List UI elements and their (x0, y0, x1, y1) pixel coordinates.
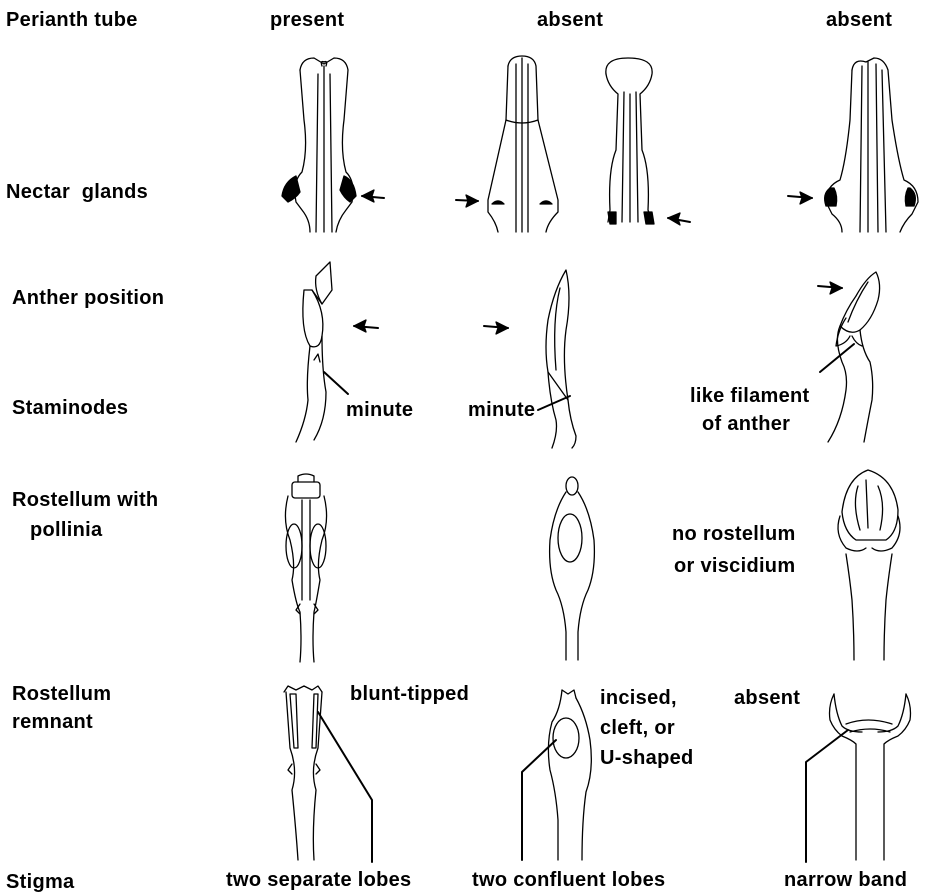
remnant-drawing-col3 (830, 694, 911, 860)
column-drawing-anther-col3 (828, 272, 880, 442)
rostellum-drawing-col1 (285, 474, 326, 662)
arrow-nectar-col3 (788, 192, 812, 204)
pointer-two-confluent-lobes (522, 740, 556, 860)
nectar-gland-col1-left (282, 176, 300, 202)
column-drawing-anther-col2 (546, 270, 576, 448)
nectar-gland-col2a-left (492, 201, 504, 204)
remnant-drawing-col2 (548, 690, 591, 860)
nectar-gland-col1-right (340, 176, 356, 202)
arrow-nectar-col2a-left (456, 195, 478, 207)
pointer-like-filament (820, 344, 854, 372)
rostellum-drawing-col2 (550, 477, 595, 660)
nectar-gland-col3-right (905, 188, 915, 206)
arrow-nectar-col1 (362, 190, 384, 202)
remnant-drawing-col1 (284, 686, 322, 860)
pointer-minute-col2 (538, 396, 570, 410)
nectar-gland-col3-left (825, 188, 837, 206)
perianth-drawing-col2b (606, 58, 652, 222)
perianth-drawing-col1 (295, 58, 353, 232)
arrow-anther-col1 (354, 320, 378, 332)
perianth-drawing-col3 (826, 58, 918, 232)
nectar-gland-col2b-left (608, 212, 616, 224)
arrow-anther-col3 (818, 282, 842, 294)
arrow-nectar-col2b (668, 213, 690, 225)
nectar-gland-col2a-right (540, 201, 552, 204)
arrow-anther-col2 (484, 322, 508, 334)
nectar-gland-col2b-right (644, 212, 654, 224)
perianth-drawing-col2a (488, 56, 558, 232)
pointer-two-separate-lobes (318, 712, 372, 862)
rostellum-drawing-col3 (838, 470, 900, 660)
column-drawing-anther-col1 (296, 262, 332, 442)
pointer-minute-col1 (324, 372, 348, 394)
pointer-narrow-band (806, 730, 848, 862)
